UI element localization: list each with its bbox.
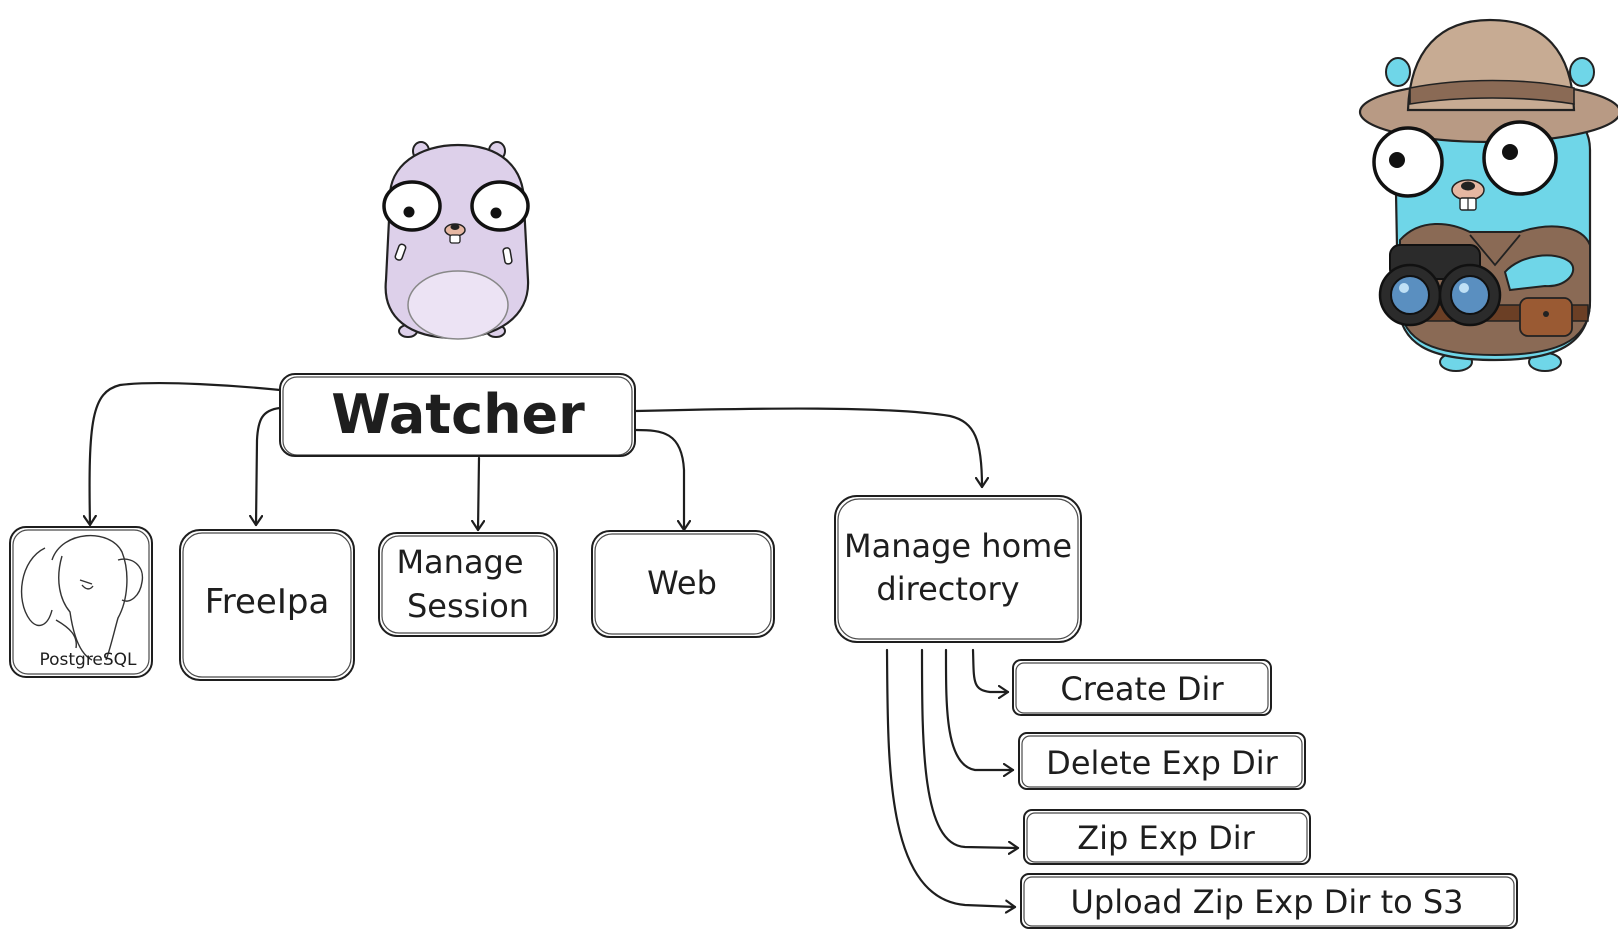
postgresql-node: PostgreSQL bbox=[9, 526, 153, 678]
manage-session-label-line1: Manage bbox=[396, 543, 523, 581]
watcher-label: Watcher bbox=[331, 383, 585, 446]
upload-zip-node: Upload Zip Exp Dir to S3 bbox=[1020, 873, 1518, 929]
purple-gopher-icon bbox=[382, 141, 530, 340]
freeipa-label: FreeIpa bbox=[205, 582, 330, 622]
create-dir-node: Create Dir bbox=[1012, 659, 1272, 716]
freeipa-node: FreeIpa bbox=[179, 529, 355, 681]
postgresql-label: PostgreSQL bbox=[39, 650, 137, 670]
postgresql-elephant-icon bbox=[20, 534, 144, 661]
manage-home-node: Manage home directory bbox=[834, 495, 1082, 643]
zip-exp-dir-label: Zip Exp Dir bbox=[1077, 819, 1255, 857]
upload-zip-label: Upload Zip Exp Dir to S3 bbox=[1070, 883, 1463, 921]
delete-exp-dir-label: Delete Exp Dir bbox=[1046, 744, 1278, 782]
zip-exp-dir-node: Zip Exp Dir bbox=[1023, 809, 1311, 865]
manage-session-label-line2: Session bbox=[407, 587, 529, 625]
web-node: Web bbox=[591, 530, 775, 638]
manage-home-label-line2: directory bbox=[876, 570, 1019, 608]
create-dir-label: Create Dir bbox=[1060, 670, 1224, 708]
delete-exp-dir-node: Delete Exp Dir bbox=[1018, 732, 1306, 790]
edges-root bbox=[90, 382, 982, 532]
manage-home-label-line1: Manage home bbox=[844, 527, 1072, 565]
edges-home bbox=[885, 648, 1020, 907]
web-label: Web bbox=[647, 564, 717, 602]
manage-session-node: Manage Session bbox=[378, 532, 558, 637]
explorer-gopher-icon bbox=[1358, 18, 1618, 372]
watcher-node: Watcher bbox=[279, 373, 636, 457]
